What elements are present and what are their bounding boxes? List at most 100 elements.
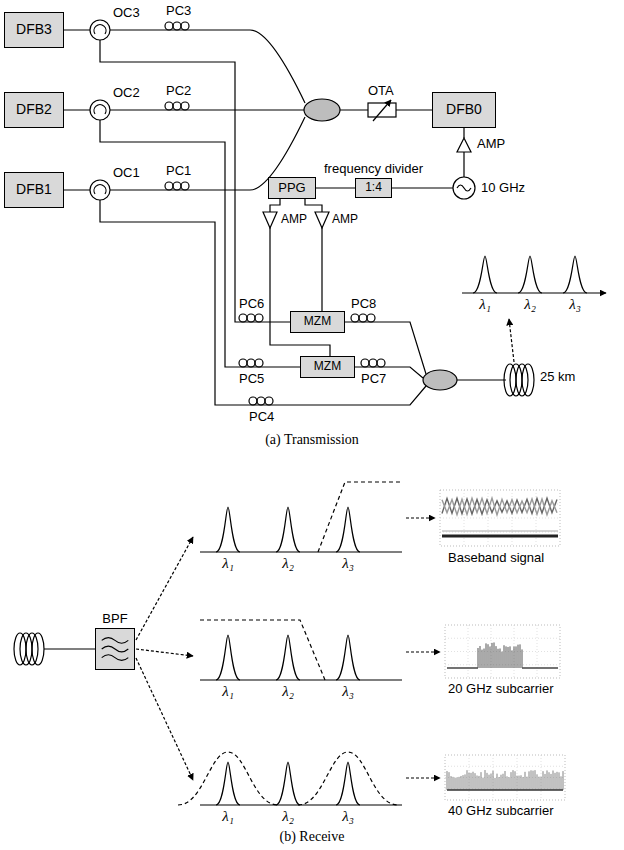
wavelength-label: λ₁ [222,808,234,825]
scope-grid [440,532,560,533]
subcarrier-trace [453,777,454,790]
subcarrier-trace [519,776,520,790]
fiber [345,322,426,374]
subfigure-caption: (a) Transmission [265,432,359,448]
signal-wire [316,187,355,188]
polarization-controller-coil [249,397,257,405]
filter-response [200,620,325,680]
port-label: PC1 [166,164,191,179]
eye-trace [442,535,558,538]
subcarrier-trace [561,776,562,790]
polarization-controller-coil [173,102,181,110]
subcarrier-trace [555,773,556,790]
subcarrier-trace [465,774,466,790]
burst-trace [490,647,491,668]
subcarrier-trace [495,778,496,790]
subcarrier-trace [531,770,532,790]
pattern-generator-box: PPG [268,177,316,199]
subcarrier-trace [499,777,500,790]
polarization-controller-coil [247,359,255,367]
fiber-spool [522,364,534,396]
wire [392,187,453,188]
amplifier-symbol [315,212,329,228]
subcarrier-trace [517,776,518,790]
port-label: PC4 [249,410,274,425]
subcarrier-trace [449,772,450,790]
subcarrier-trace [537,774,538,790]
scope-grid [493,755,494,800]
wavelength-label: λ₁ [479,296,491,313]
component-label: AMP [332,213,358,227]
burst-trace [502,652,503,668]
port-label: OC2 [113,86,140,101]
subcarrier-trace [509,777,510,790]
burst-trace [496,646,497,668]
polarization-controller-coil [367,314,375,322]
subcarrier-trace [485,770,486,790]
subcarrier-trace [497,774,498,790]
subcarrier-trace [541,777,542,790]
transmission-wiring [64,20,606,405]
subcarrier-trace [545,774,546,790]
subcarrier-trace [521,775,522,790]
burst-trace [514,647,515,668]
spectral-peak [518,256,542,293]
burst-trace [484,649,485,668]
polarization-controller-coil [359,314,367,322]
spectral-peak [336,762,360,805]
polarization-controller-coil [181,102,189,110]
subcarrier-trace [487,773,488,790]
filter-response [318,482,400,552]
subcarrier-trace [481,772,482,790]
subcarrier-trace [477,775,478,790]
polarization-controller-coil [361,359,369,367]
length-label: 25 km [540,370,575,385]
pointer-arrow [406,777,440,778]
subcarrier-trace [473,772,474,790]
port-label: PC2 [166,84,191,99]
burst-trace [522,667,558,669]
burst-trace [494,642,495,668]
pointer-arrow [136,649,193,656]
filter-wave [102,638,129,644]
eye-trace [442,498,557,514]
spectral-peak [276,507,300,552]
fiber [100,40,290,322]
subcarrier-trace [467,770,468,790]
fiber [457,379,506,380]
subcarrier-trace [543,771,544,790]
burst-trace [447,667,478,669]
filter-wave [102,655,129,661]
burst-trace [504,645,505,668]
circulator-symbol [90,100,110,120]
laser-box: DFB0 [432,92,496,128]
polarization-controller-coil [239,359,247,367]
coupler-symbol [423,370,457,390]
subcarrier-trace [535,770,536,790]
burst-trace [508,647,509,668]
subcarrier-trace [523,777,524,790]
spectral-peak [216,635,240,680]
amplifier-symbol [263,212,277,228]
generated-art [165,22,587,805]
subcarrier-trace [557,772,558,790]
scope-grid [468,625,469,678]
spectral-peak [216,762,240,805]
pointer-arrow [406,651,440,652]
subcarrier-trace [559,772,560,790]
box-heading: BPF [102,612,127,626]
box-label: DFB1 [16,182,52,197]
spectral-peak [216,507,240,552]
box-label: DFB3 [16,22,52,37]
burst-trace [488,644,489,668]
subfigure-caption: (b) Receive [280,829,345,845]
scope-grid [440,490,560,546]
component-label: AMP [477,137,505,152]
subcarrier-trace [457,777,458,790]
burst-trace [506,646,507,668]
burst-trace [480,646,481,668]
wavelength-label: λ₂ [282,808,294,825]
pointer-arrow [136,658,193,780]
